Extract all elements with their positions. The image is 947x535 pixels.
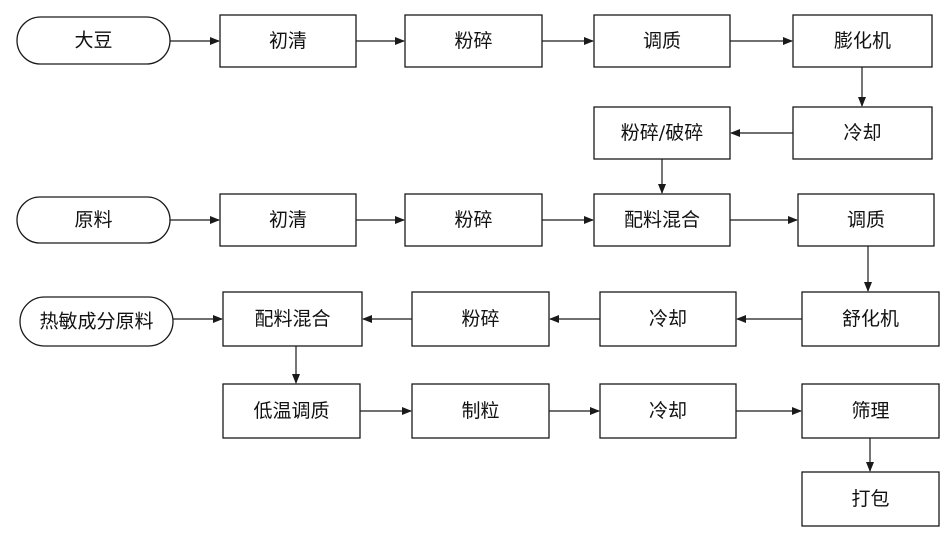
node-s-clean: 初清 bbox=[219, 14, 357, 68]
node-mix1: 配料混合 bbox=[593, 193, 731, 247]
node-p-cool: 冷却 bbox=[599, 383, 737, 439]
node-r-grind2: 粉碎 bbox=[411, 291, 550, 347]
node-r-grind-label: 粉碎 bbox=[454, 209, 492, 231]
node-s-cool-label: 冷却 bbox=[843, 122, 881, 144]
node-puffer: 舒化机 bbox=[801, 291, 940, 347]
node-heat-sensitive-label: 热敏成分原料 bbox=[39, 311, 153, 333]
node-sieve: 筛理 bbox=[801, 383, 940, 439]
node-soybean-label: 大豆 bbox=[74, 30, 112, 52]
node-puffer-label: 舒化机 bbox=[842, 308, 899, 330]
node-extruder: 膨化机 bbox=[792, 14, 933, 68]
node-s-clean-label: 初清 bbox=[269, 30, 307, 52]
node-s-cool: 冷却 bbox=[792, 106, 933, 160]
node-pack: 打包 bbox=[801, 471, 940, 527]
node-p-cool-label: 冷却 bbox=[649, 400, 687, 422]
node-lowtemp-condition-label: 低温调质 bbox=[253, 400, 329, 422]
node-r-cool: 冷却 bbox=[599, 291, 737, 347]
node-pellet-label: 制粒 bbox=[461, 400, 499, 422]
node-s-grind-label: 粉碎 bbox=[454, 30, 492, 52]
node-mix2-label: 配料混合 bbox=[254, 308, 330, 330]
node-sieve-label: 筛理 bbox=[851, 400, 889, 422]
node-r-condition-label: 调质 bbox=[847, 209, 885, 231]
node-pack-label: 打包 bbox=[851, 488, 889, 510]
node-r-clean-label: 初清 bbox=[269, 209, 307, 231]
node-lowtemp-condition: 低温调质 bbox=[222, 383, 361, 439]
node-pellet: 制粒 bbox=[411, 383, 550, 439]
node-r-grind: 粉碎 bbox=[404, 193, 543, 247]
node-s-grind: 粉碎 bbox=[404, 14, 543, 68]
node-crush-label: 粉碎/破碎 bbox=[621, 122, 703, 144]
node-soybean: 大豆 bbox=[16, 16, 171, 65]
node-r-condition: 调质 bbox=[797, 193, 935, 247]
node-mix1-label: 配料混合 bbox=[624, 209, 700, 231]
node-extruder-label: 膨化机 bbox=[834, 30, 891, 52]
node-crush: 粉碎/破碎 bbox=[593, 106, 731, 160]
node-r-clean: 初清 bbox=[219, 193, 357, 247]
node-s-condition-label: 调质 bbox=[643, 30, 681, 52]
node-r-grind2-label: 粉碎 bbox=[461, 308, 499, 330]
node-mix2: 配料混合 bbox=[222, 291, 363, 347]
node-r-cool-label: 冷却 bbox=[649, 308, 687, 330]
node-heat-sensitive: 热敏成分原料 bbox=[19, 296, 174, 347]
node-raw-label: 原料 bbox=[74, 209, 112, 231]
node-s-condition: 调质 bbox=[593, 14, 731, 68]
node-raw: 原料 bbox=[16, 196, 171, 244]
